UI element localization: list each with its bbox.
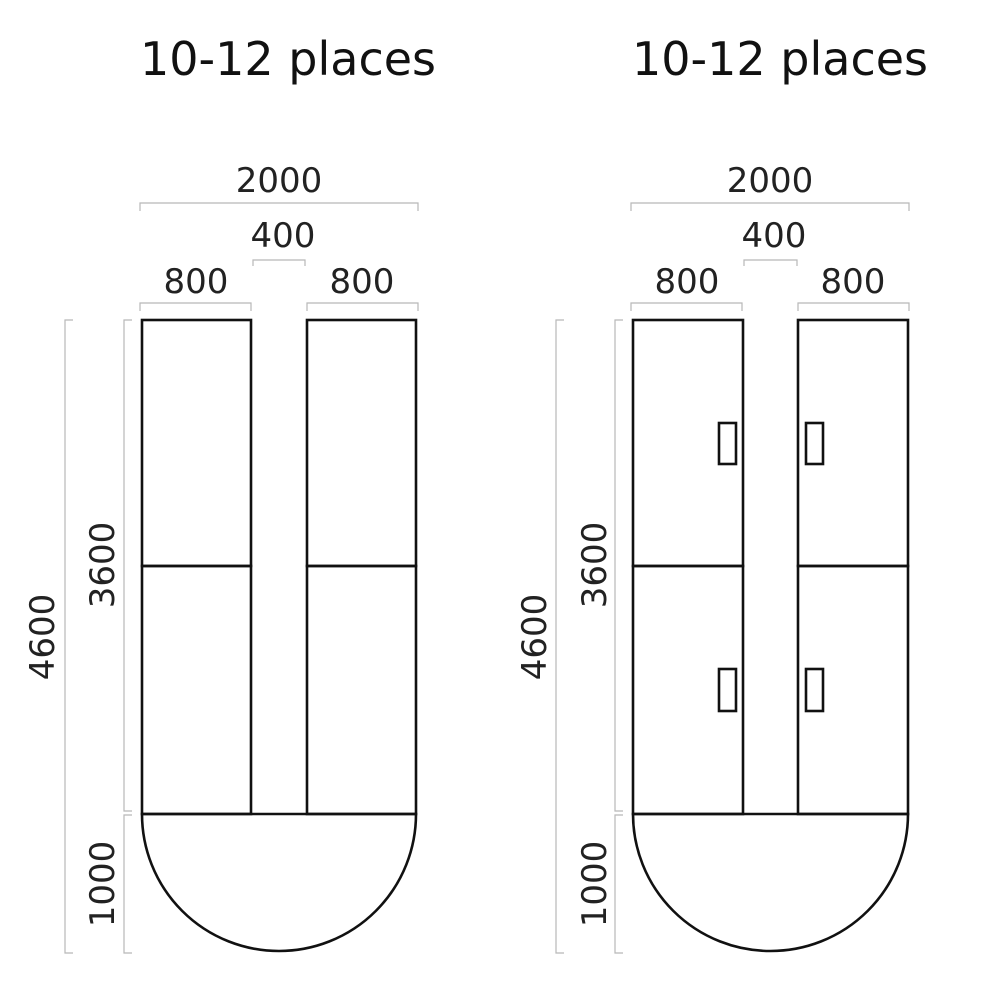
fitting-handle — [804, 421, 825, 466]
fitting-handle — [804, 667, 825, 713]
dim-rect-length-bracket — [614, 319, 623, 812]
plan-left: 10-12 places 2000 400 800 800 4600 3600 … — [23, 32, 436, 954]
table-bottom-left — [140, 564, 253, 816]
dim-total-width-label: 2000 — [727, 161, 814, 201]
dim-left-width-bracket — [630, 302, 743, 311]
table-round-end — [631, 812, 910, 953]
dim-gap-label: 400 — [742, 216, 807, 256]
dim-gap-label: 400 — [251, 216, 316, 256]
table-bottom-right — [305, 564, 418, 816]
dim-rect-length-bracket — [123, 319, 132, 812]
dim-total-length-bracket — [555, 319, 564, 954]
table-top-left — [140, 318, 253, 568]
dim-total-length-label: 4600 — [515, 594, 555, 681]
dim-round-length-label: 1000 — [575, 841, 615, 928]
fitting-handle — [717, 667, 738, 713]
table-round-end — [140, 812, 418, 953]
dim-round-length-label: 1000 — [83, 841, 123, 928]
dim-gap-bracket — [252, 259, 306, 266]
dim-total-width-label: 2000 — [236, 161, 323, 201]
dim-round-length-bracket — [123, 814, 132, 954]
dim-rect-length-label: 3600 — [83, 522, 123, 609]
dim-right-width-label: 800 — [330, 262, 395, 302]
plan-right: 10-12 places 2000 400 800 800 4600 3600 … — [515, 32, 928, 954]
dim-total-length-label: 4600 — [23, 594, 63, 681]
dim-right-width-bracket — [797, 302, 910, 311]
dim-round-length-bracket — [614, 814, 623, 954]
dim-right-width-bracket — [306, 302, 419, 311]
dim-left-width-label: 800 — [164, 262, 229, 302]
dim-gap-bracket — [743, 259, 798, 266]
dim-total-length-bracket — [64, 319, 73, 954]
dim-total-width-bracket — [139, 202, 419, 211]
plan-title: 10-12 places — [632, 32, 928, 86]
dim-left-width-bracket — [139, 302, 252, 311]
dim-rect-length-label: 3600 — [575, 522, 615, 609]
dim-total-width-bracket — [630, 202, 910, 211]
table-top-right — [305, 318, 418, 568]
dim-right-width-label: 800 — [821, 262, 886, 302]
fitting-handle — [717, 421, 738, 466]
dim-left-width-label: 800 — [655, 262, 720, 302]
plan-title: 10-12 places — [140, 32, 436, 86]
